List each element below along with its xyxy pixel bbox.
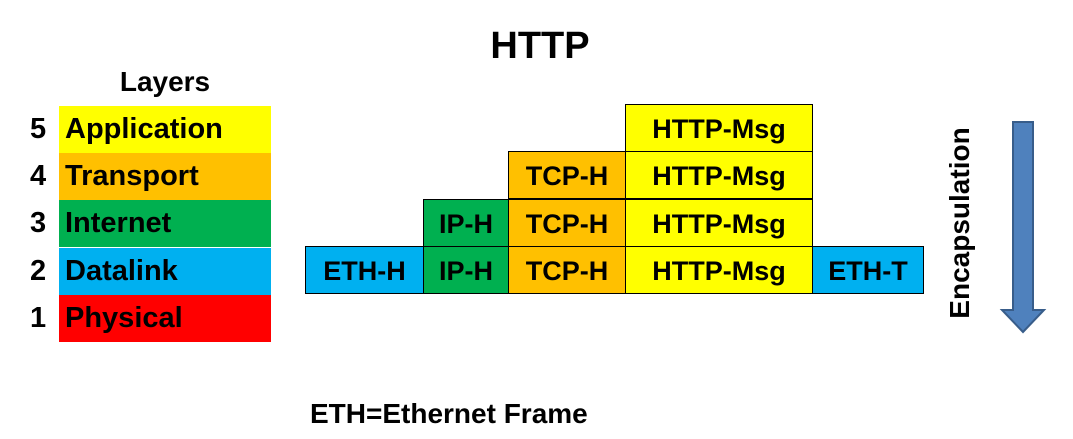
footnote: ETH=Ethernet Frame [310,398,588,429]
layers-heading: Layers [119,66,211,97]
http-msg-block: HTTP-Msg [625,151,813,199]
layer-label-transport: Transport [59,153,271,200]
tcp-header-block: TCP-H [508,199,626,247]
layer-row-datalink: 2 Datalink [30,248,271,295]
diagram-title: HTTP [490,25,590,67]
layer-number: 1 [30,302,47,334]
eth-header-block: ETH-H [305,246,424,294]
layer-label-datalink: Datalink [59,248,271,295]
layer-row-physical: 1 Physical [30,295,271,342]
layer-row-transport: 4 Transport [30,153,271,200]
encapsulation-label: Encapsulation [938,110,982,335]
tcp-header-block: TCP-H [508,246,626,294]
layer-label-physical: Physical [59,295,271,342]
down-arrow-shape [999,121,1047,334]
tcp-header-block: TCP-H [508,151,626,199]
http-msg-block: HTTP-Msg [625,199,813,247]
layer-number: 2 [30,255,47,287]
http-msg-block: HTTP-Msg [625,246,813,294]
layer-label-application: Application [59,106,271,153]
http-msg-block: HTTP-Msg [625,104,813,152]
encapsulation-text: Encapsulation [944,126,975,319]
ip-header-block: IP-H [423,199,509,247]
layer-row-internet: 3 Internet [30,200,271,247]
down-arrow-icon [999,121,1047,334]
layer-row-application: 5 Application [30,106,271,153]
layer-number: 5 [30,113,47,145]
layer-number: 4 [30,160,47,192]
eth-trailer-block: ETH-T [812,246,924,294]
layer-number: 3 [30,207,47,239]
layer-label-internet: Internet [59,200,271,247]
ip-header-block: IP-H [423,246,509,294]
